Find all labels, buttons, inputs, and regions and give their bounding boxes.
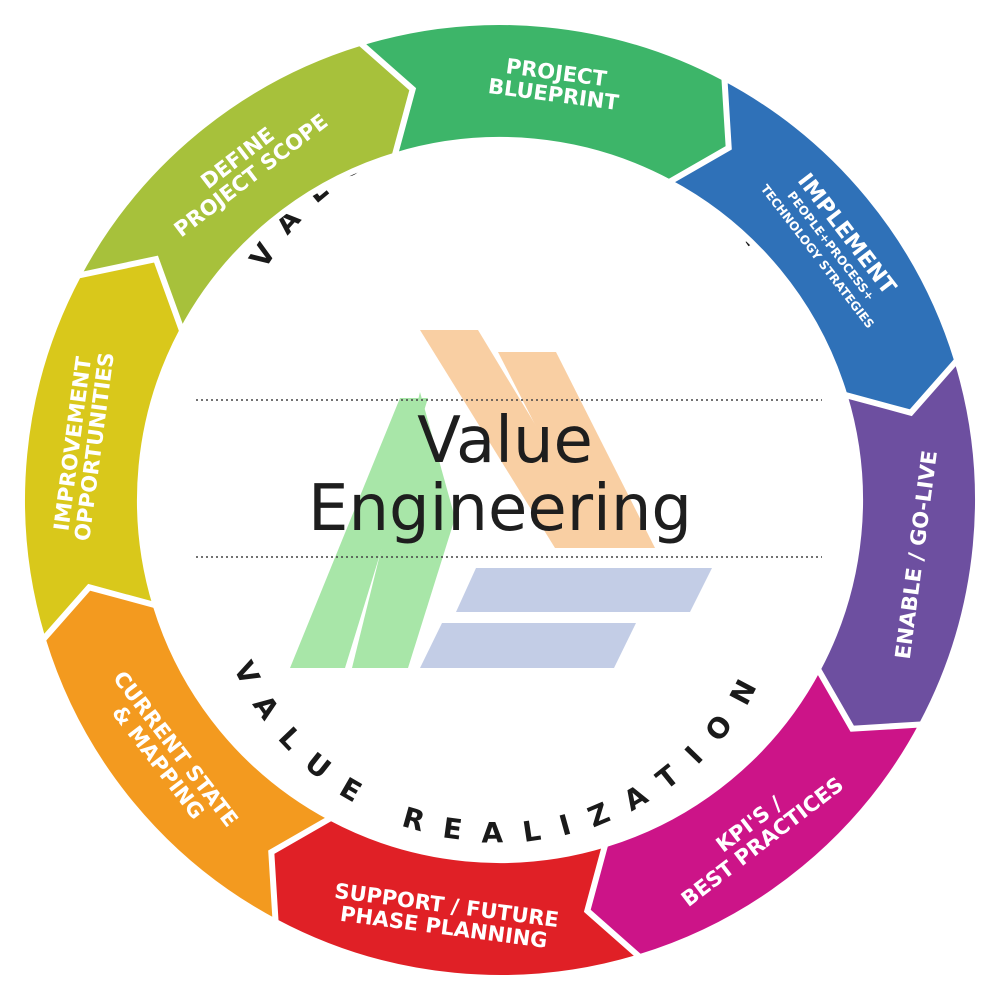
logo-orange-stripe-right bbox=[498, 352, 655, 548]
segment-arrow-enable-go-live bbox=[814, 354, 981, 745]
segment-enable-go-live: ENABLE / GO-LIVE bbox=[814, 354, 981, 745]
logo-orange-stripe-left bbox=[420, 330, 610, 548]
segment-implement: IMPLEMENTPEOPLE+PROCESS+TECHNOLOGY STRAT… bbox=[662, 72, 961, 431]
segment-support-future-phase-planning: SUPPORT / FUTUREPHASE PLANNING bbox=[255, 814, 646, 981]
logo-green-stripe-left bbox=[290, 398, 428, 668]
segment-define-project-scope: DEFINEPROJECT SCOPE bbox=[72, 39, 431, 338]
logo-green-stripe-right bbox=[352, 392, 455, 668]
logo-blue-bar-top bbox=[456, 568, 712, 612]
segment-arrow-improvement-opportunities bbox=[19, 255, 186, 646]
segment-project-blueprint: PROJECTBLUEPRINT bbox=[354, 19, 745, 186]
logo-blue-bar-bottom bbox=[420, 623, 636, 668]
segment-improvement-opportunities: IMPROVEMENTOPPORTUNITIES bbox=[19, 255, 186, 646]
cycle-segments: DEFINEPROJECT SCOPEPROJECTBLUEPRINTIMPLE… bbox=[19, 19, 981, 981]
center-title-line1: Value bbox=[417, 404, 593, 478]
value-engineering-logo bbox=[290, 330, 712, 668]
center-title-line2: Engineering bbox=[308, 472, 692, 546]
